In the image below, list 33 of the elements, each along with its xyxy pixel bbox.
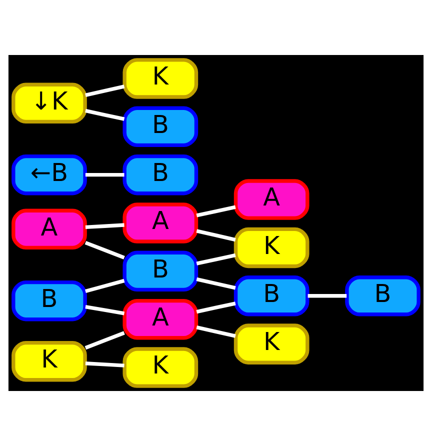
node-box: B [345, 276, 420, 316]
connector [196, 229, 236, 242]
connector [85, 172, 124, 177]
connector [84, 278, 125, 294]
node-box: A [122, 298, 198, 340]
node-box: B [234, 276, 310, 316]
connector [196, 302, 236, 314]
node-box: B [122, 154, 198, 196]
connector [196, 205, 236, 218]
node-box: K [122, 58, 198, 99]
connector [196, 326, 236, 338]
node-box: K [12, 340, 87, 382]
node-box: K [234, 227, 310, 268]
connector [196, 253, 236, 266]
node-box: A [12, 208, 87, 250]
connector [308, 294, 347, 298]
connector [84, 331, 125, 350]
node-box: ↓K [12, 82, 87, 124]
connector [85, 304, 125, 316]
node-box: B [122, 250, 198, 292]
connector [196, 277, 236, 290]
connector [85, 84, 125, 98]
connector [85, 223, 124, 230]
node-box: A [234, 179, 310, 220]
connector [84, 240, 125, 260]
node-box: K [122, 347, 198, 388]
node-box: B [12, 280, 87, 322]
node-box: B [122, 106, 198, 148]
connector [85, 362, 124, 368]
node-box: ←B [12, 154, 87, 196]
node-box: A [122, 202, 198, 244]
connector [85, 108, 125, 121]
node-box: K [234, 324, 310, 364]
